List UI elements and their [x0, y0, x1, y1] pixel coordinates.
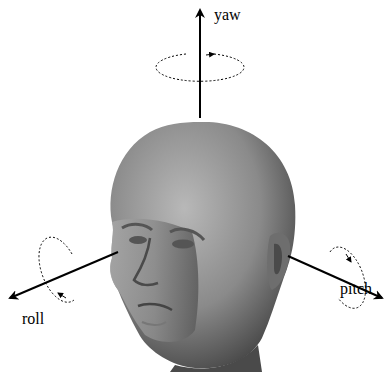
axis-label: roll — [22, 310, 44, 328]
roll-rotation-head — [58, 293, 66, 298]
roll-rotation — [39, 237, 74, 302]
axis-label: pitch — [340, 280, 372, 298]
pitch-axis — [288, 256, 382, 298]
yaw-rotation-head — [206, 54, 214, 55]
yaw-rotation — [156, 54, 244, 81]
axis-label: yaw — [214, 6, 241, 24]
pitch-rotation — [330, 247, 366, 308]
pitch-rotation-head — [346, 254, 351, 262]
head — [110, 122, 295, 372]
roll-axis — [10, 252, 118, 298]
yaw-axis — [199, 10, 201, 118]
